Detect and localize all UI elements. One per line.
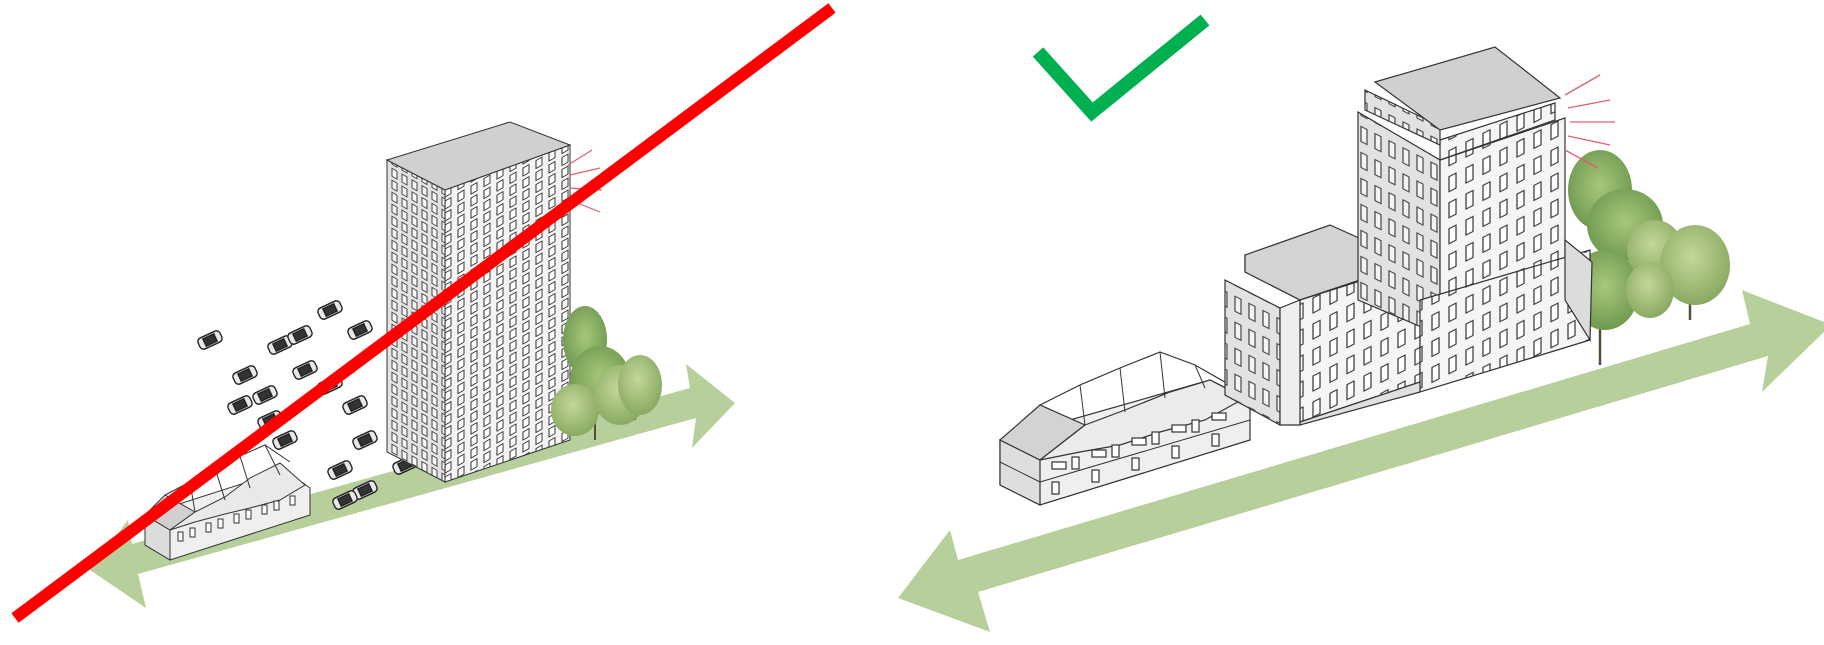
point-tower xyxy=(387,122,570,482)
checkmark-icon xyxy=(1038,20,1205,112)
left-panel-rejected xyxy=(15,8,832,618)
cross-out-line-icon xyxy=(15,8,832,618)
street-trees-right xyxy=(1568,150,1730,365)
terraced-tower-complex xyxy=(1225,47,1592,425)
row-houses-right xyxy=(1000,352,1250,505)
right-panel-approved xyxy=(898,20,1824,632)
